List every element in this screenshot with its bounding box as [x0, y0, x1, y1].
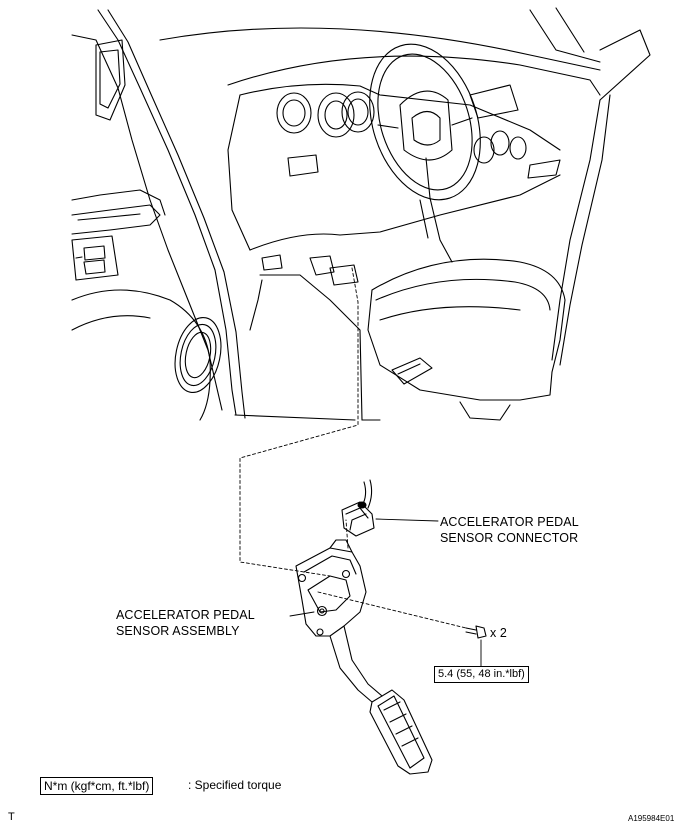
connector-label-line2: SENSOR CONNECTOR — [440, 531, 579, 545]
assembly-label-line1: ACCELERATOR PEDAL — [116, 608, 255, 622]
bolt-count-label: x 2 — [490, 626, 507, 640]
torque-spec-box: 5.4 (55, 48 in.*lbf) — [434, 666, 529, 683]
location-leader — [239, 267, 467, 629]
footer-mark: T — [8, 811, 15, 823]
bolt-icon — [465, 625, 487, 639]
legend-description: : Specified torque — [188, 778, 282, 792]
connector-label-line1: ACCELERATOR PEDAL — [440, 515, 579, 529]
figure-id: A195984E01 — [628, 814, 675, 823]
pedal-assembly — [295, 539, 433, 775]
cab-interior-illustration — [71, 7, 651, 421]
assembly-label-line2: SENSOR ASSEMBLY — [116, 624, 240, 638]
legend-unit-box: N*m (kgf*cm, ft.*lbf) — [40, 777, 154, 795]
sensor-connector — [341, 479, 375, 537]
